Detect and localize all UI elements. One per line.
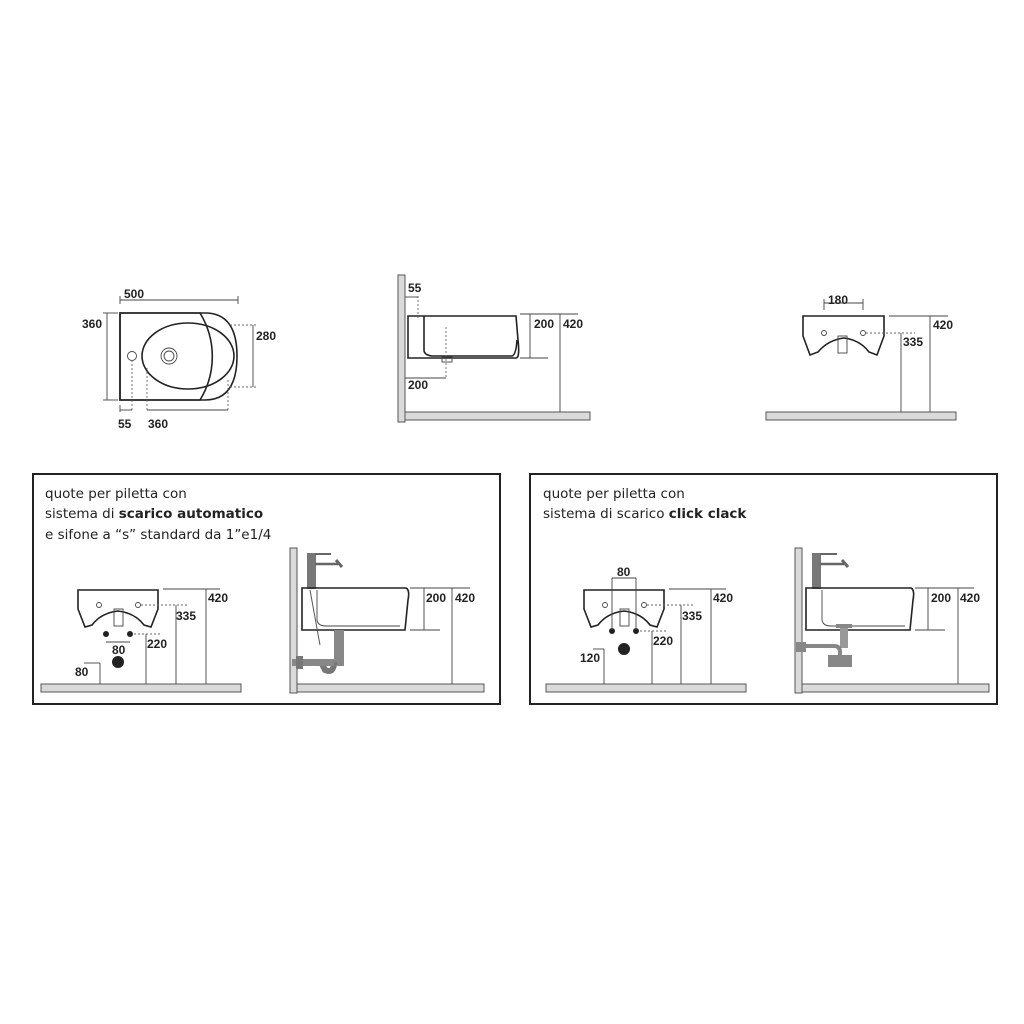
dim-holes-h: 335 [176,609,196,623]
dim-pipes-h: 220 [147,637,167,651]
dim-bowl: 280 [256,329,276,343]
dim-pipes-h: 220 [653,634,673,648]
plan-view: 500 360 280 55 360 [82,287,276,431]
caption-line3: e sifone a “s” standard da 1”e1/4 [45,527,271,543]
dim-depth: 360 [82,317,102,331]
panel-scarico-automatico: quote per piletta con sistema di scarico… [32,473,501,705]
dim-height: 200 [426,591,446,605]
panel-click-clack: quote per piletta con sistema di scarico… [529,473,998,705]
dim-total: 420 [455,591,475,605]
dim-holes-h: 335 [682,609,702,623]
side-view-auto: 200 420 [289,547,485,694]
caption-line2: sistema di scarico click clack [543,506,747,522]
dim-total: 420 [208,591,228,605]
caption-line1: quote per piletta con [543,486,685,502]
caption-line1: quote per piletta con [45,486,187,502]
front-view-auto: 420 335 220 80 80 [40,588,242,693]
dim-total: 420 [960,591,980,605]
dim-height: 200 [534,317,554,331]
dim-pipes-w: 80 [617,565,631,579]
front-view-click: 80 420 335 220 120 [545,565,747,693]
dim-drain: 200 [408,378,428,392]
dim-holes: 180 [828,293,848,307]
dim-drain-h: 80 [75,665,89,679]
dim-drain-h: 120 [580,651,600,665]
dim-hole-offset: 55 [118,417,132,431]
caption-line2: sistema di scarico automatico [45,506,263,522]
side-view: 55 200 420 200 [397,274,591,423]
dim-total: 420 [933,318,953,332]
dim-wall-gap: 55 [408,281,422,295]
side-view-click: 200 420 [794,547,990,694]
dim-total: 420 [563,317,583,331]
dim-pipes-w: 80 [112,643,126,657]
dim-total: 420 [713,591,733,605]
dim-holes-h: 335 [903,335,923,349]
dim-width: 500 [124,287,144,301]
dim-bowl-offset: 360 [148,417,168,431]
dim-height: 200 [931,591,951,605]
front-view: 180 420 335 [765,293,957,421]
